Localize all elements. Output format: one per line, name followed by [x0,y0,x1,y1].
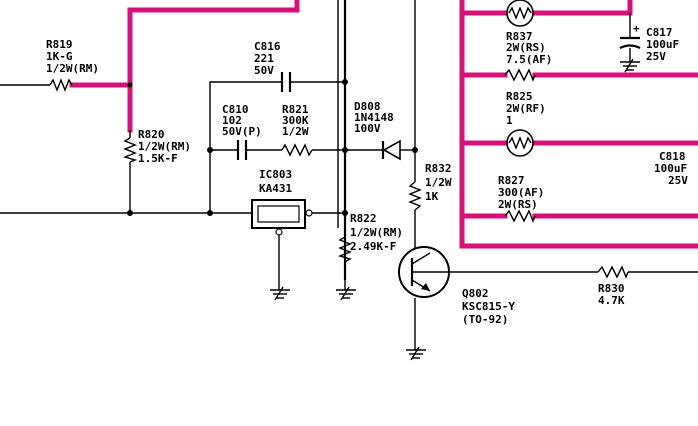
r825-label: R825 [506,90,533,103]
r830-value: 4.7K [598,294,625,307]
r825-resistor: R825 2W(RF) 1 [504,68,546,127]
r832-rating: 1/2W [425,176,452,189]
q802-package: (TO-92) [462,313,508,326]
ground-icon [270,286,290,301]
r822-rating: 1/2W(RM) [350,226,403,239]
ground-icon [406,346,426,361]
r827-rating: 2W(RS) [498,198,538,211]
q802-transistor: Q802 KSC815-Y (TO-92) [398,246,515,326]
r832-label: R832 [425,162,452,175]
r830-resistor: R830 4.7K [597,265,629,307]
r820-resistor: R820 1/2W(RM) 1.5K-F [122,128,191,165]
r837-resistor: R837 2W(RS) 7.5(AF) [506,0,552,66]
c817-rating: 25V [646,50,666,63]
r821-resistor: R821 300K 1/2W [281,103,313,157]
r832-value: 1K [425,190,439,203]
r822-value: 2.49K-F [350,240,396,253]
highlighted-traces [69,0,698,249]
q802-part: KSC815-Y [462,300,515,313]
r837-label: R837 [506,30,533,43]
r825-value: 1 [506,114,513,127]
r819-resistor: R819 1K-G 1/2W(RM) [46,38,99,92]
c818-label: C818 [659,150,686,163]
r822-label: R822 [350,212,377,225]
r819-rating: 1/2W(RM) [46,62,99,75]
c816-rating: 50V [254,64,274,77]
c816-value: 221 [254,52,274,65]
r832-resistor: R832 1/2W 1K [408,162,452,211]
r819-value: 1K-G [46,50,73,63]
r820-value: 1.5K-F [138,152,178,165]
c818-rating: 25V [668,174,688,187]
r827-label: R827 [498,174,525,187]
c817-capacitor: + C817 100uF 25V [619,22,679,63]
c816-label: C816 [254,40,281,53]
ic803-part: KA431 [259,182,292,195]
ic803-label: IC803 [259,168,292,181]
r830-label: R830 [598,282,625,295]
c817-value: 100uF [646,38,679,51]
ic803-regulator: IC803 KA431 [251,168,313,236]
d808-label: D808 [354,100,381,113]
junction-dots [127,79,418,216]
svg-text:+: + [633,22,640,35]
c818-value: 100uF [654,162,687,175]
d808-diode: D808 1N4148 100V [354,100,401,161]
ground-icon [336,286,356,301]
ground-icon [620,58,640,73]
c810-label: C810 [222,103,249,116]
r821-rating: 1/2W [282,125,309,138]
r821-value: 300K [282,114,309,127]
r820-rating: 1/2W(RM) [138,140,191,153]
c810-value: 102 [222,114,242,127]
r827-resistor: R827 300(AF) 2W(RS) [498,174,544,223]
c818-capacitor: C818 100uF 25V [654,150,688,187]
c817-label: C817 [646,26,673,39]
r837-rating: 2W(RS) [506,41,546,54]
c810-capacitor: C810 102 50V(P) [222,103,262,160]
d808-part: 1N4148 [354,111,394,124]
r837-value: 7.5(AF) [506,53,552,66]
c816-capacitor: C816 221 50V [254,40,292,92]
q802-label: Q802 [462,287,489,300]
r821-label: R821 [282,103,309,116]
r820-label: R820 [138,128,165,141]
fusible-resistor [506,129,534,157]
d808-rating: 100V [354,122,381,135]
r827-value: 300(AF) [498,186,544,199]
r822-resistor: R822 1/2W(RM) 2.49K-F [337,212,403,263]
r819-label: R819 [46,38,73,51]
r825-rating: 2W(RF) [506,102,546,115]
c810-rating: 50V(P) [222,125,262,138]
